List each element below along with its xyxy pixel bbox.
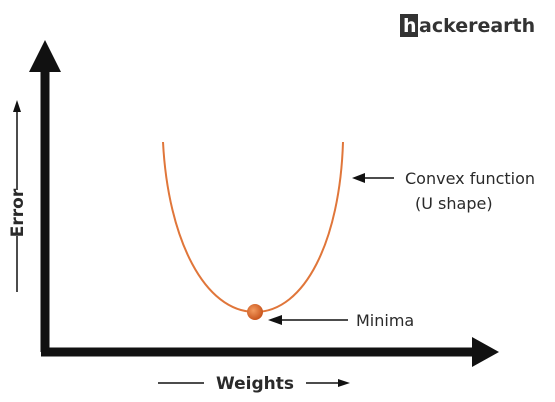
convex-curve — [162, 141, 344, 314]
minima-dot — [247, 304, 263, 320]
y-axis — [29, 40, 61, 352]
y-label-arrow-icon — [13, 100, 21, 112]
logo-wordmark: ackerearth — [419, 15, 535, 37]
x-axis-label: Weights — [216, 374, 294, 394]
x-label-arrow-icon — [338, 379, 350, 387]
convex-label-line1: Convex function — [405, 169, 535, 188]
x-axis-label-group: Weights — [158, 374, 350, 394]
y-axis-arrowhead — [29, 40, 61, 72]
logo-mark — [400, 14, 418, 37]
minima-label: Minima — [356, 311, 414, 330]
convex-pointer-arrow-icon — [352, 173, 365, 183]
x-axis — [41, 337, 499, 367]
hackerearth-logo: h ackerearth — [400, 14, 535, 37]
logo-initial: h — [403, 15, 417, 37]
x-axis-arrowhead — [472, 337, 499, 367]
y-axis-label-group: Error — [8, 100, 28, 292]
y-axis-label: Error — [8, 188, 28, 237]
convex-label-line2: (U shape) — [415, 194, 493, 213]
minima-annotation: Minima — [268, 311, 414, 330]
minima-pointer-arrow-icon — [268, 315, 282, 325]
convex-annotation: Convex function (U shape) — [352, 169, 535, 213]
